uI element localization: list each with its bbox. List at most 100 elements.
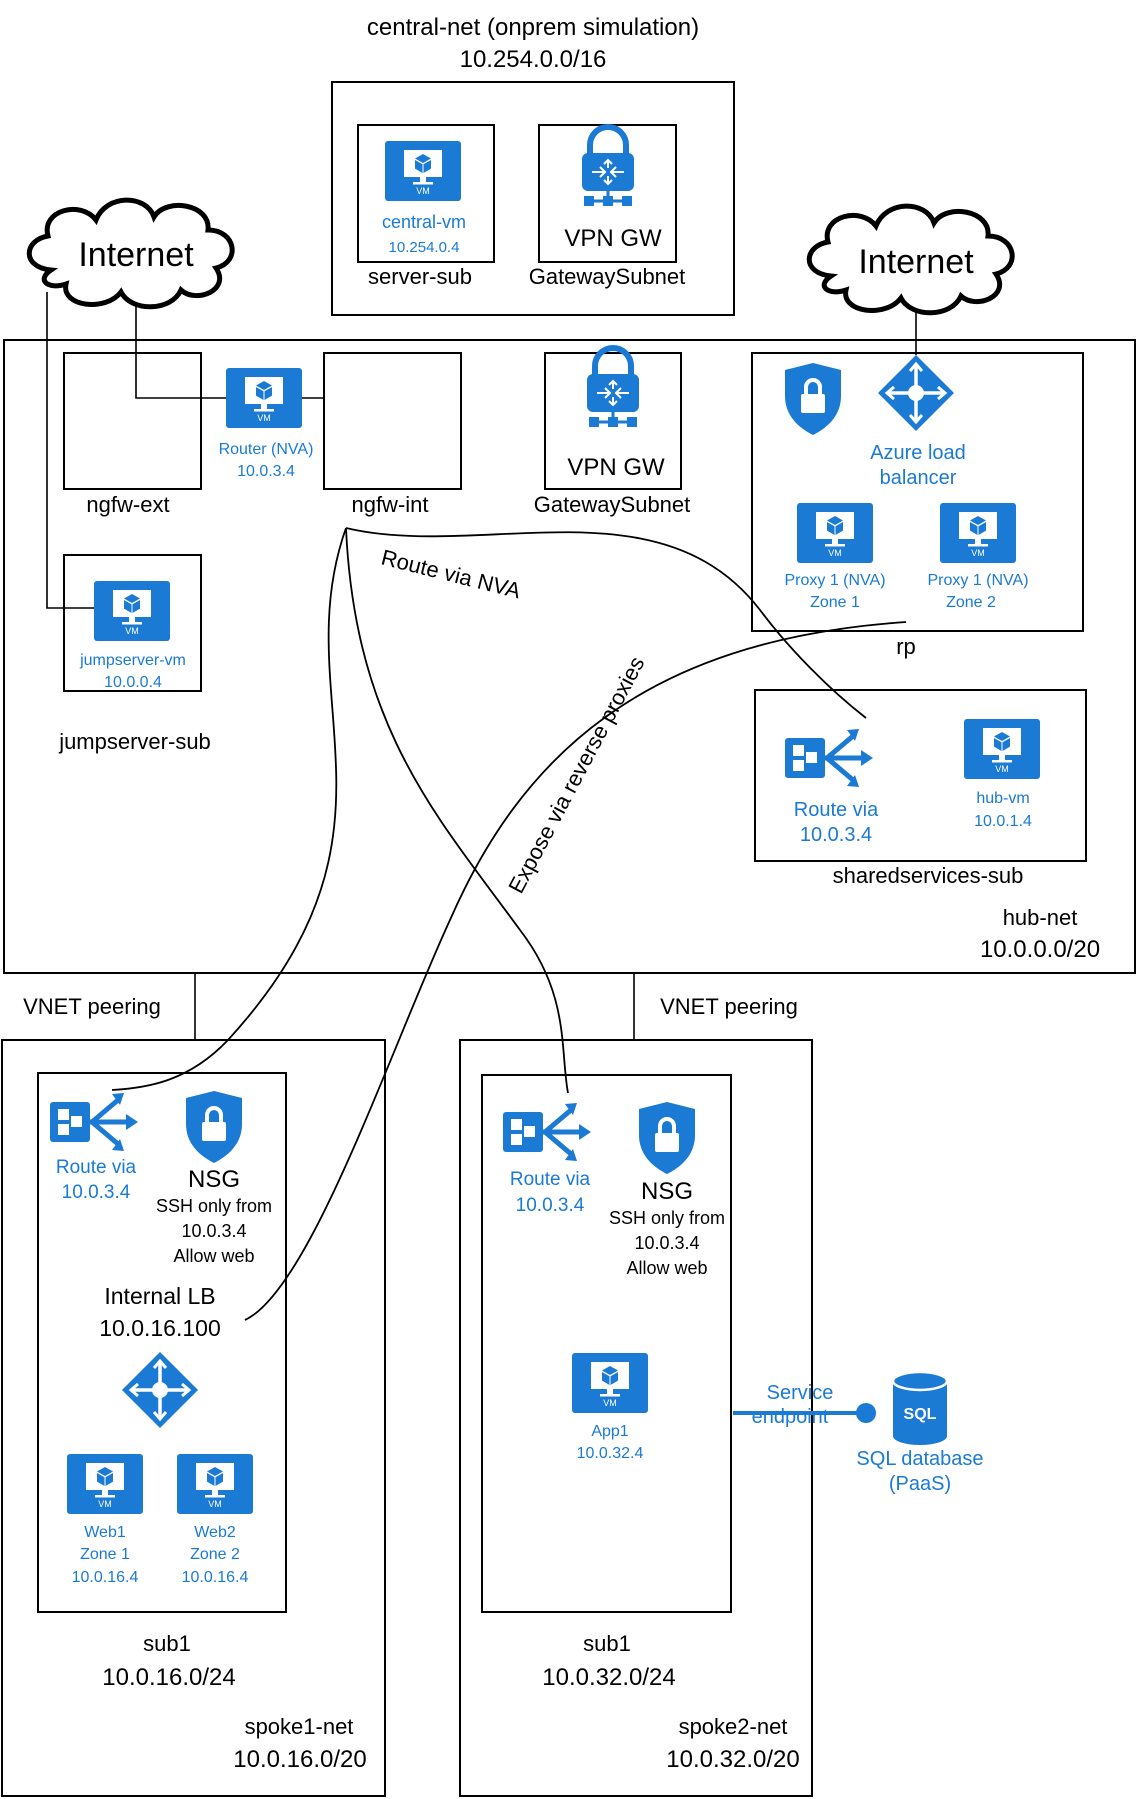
proxy1-zone1-name: Proxy 1 (NVA) <box>784 572 885 589</box>
internet-to-jumpserver-link <box>46 292 94 609</box>
app1-badge: VM <box>603 1398 617 1408</box>
expose-via-reverse-proxies-label: Expose via reverse proxies <box>503 652 649 897</box>
azure-lb-label-line1: Azure load <box>870 442 966 464</box>
spoke1-net-box <box>1 1039 386 1797</box>
spoke1-nsg-title: NSG <box>188 1166 240 1193</box>
web2-zone: Zone 2 <box>190 1546 240 1563</box>
jumpserver-subnet: VM jumpserver-vm 10.0.0.4 jumpserver-sub <box>58 554 211 754</box>
internal-load-balancer-icon <box>120 1350 200 1430</box>
spoke1-internal-lb-ip: 10.0.16.100 <box>99 1315 221 1341</box>
route-table-icon <box>785 729 873 787</box>
central-gateway-subnet-label: GatewaySubnet <box>529 264 686 289</box>
spoke1-net-name: spoke1-net <box>245 1714 354 1739</box>
spoke2-net-box <box>459 1039 813 1797</box>
proxy1-zone1-zone: Zone 1 <box>810 594 860 611</box>
expose-via-reverse-proxies-curve <box>244 621 907 1321</box>
sharedservices-sub-label: sharedservices-sub <box>833 863 1024 888</box>
web1-zone: Zone 1 <box>80 1546 130 1563</box>
hub-vpn-gw-icon <box>587 348 639 427</box>
sql-icon-text: SQL <box>904 1406 937 1423</box>
server-sub-box <box>357 124 495 263</box>
jumpserver-vm-name: jumpserver-vm <box>79 652 186 669</box>
proxy1-zone2-zone: Zone 2 <box>946 594 996 611</box>
spoke1-sub-name: sub1 <box>143 1631 191 1656</box>
spoke2-nsg-line2: 10.0.3.4 <box>634 1233 699 1253</box>
route-via-nva-curve-to-spoke2 <box>345 527 569 1094</box>
spoke1-nsg-line3: Allow web <box>173 1246 254 1266</box>
spoke1-internal-lb-label: Internal LB <box>104 1283 215 1309</box>
sharedservices-subnet: Route via 10.0.3.4 VM hub-vm 10.0.1.4 sh… <box>754 689 1087 888</box>
hub-vm-name: hub-vm <box>976 790 1029 807</box>
spoke1-sub1-box <box>37 1072 287 1613</box>
route-table-icon <box>503 1103 591 1161</box>
hub-net-cidr: 10.0.0.0/20 <box>980 936 1100 963</box>
spoke2-sub1-box <box>481 1074 732 1613</box>
central-net-cidr: 10.254.0.0/16 <box>460 46 607 73</box>
hub-gateway-subnet-label: GatewaySubnet <box>534 492 691 517</box>
central-vpn-gw-icon <box>582 127 634 206</box>
jumpserver-sub-box <box>63 554 202 692</box>
hub-vm-badge: VM <box>995 764 1009 774</box>
vnet-peering-right-label: VNET peering <box>660 994 798 1019</box>
web2-name: Web2 <box>194 1524 236 1541</box>
ngfw-int-subnet: ngfw-int <box>323 352 462 517</box>
rp-subnet: Azure load balancer VM Proxy 1 (NVA) Zon… <box>751 352 1084 659</box>
proxy1-zone2-name: Proxy 1 (NVA) <box>927 572 1028 589</box>
route-table-icon <box>50 1093 138 1151</box>
sharedservices-route-label: Route via <box>794 799 879 821</box>
hub-vpn-gw-label: VPN GW <box>567 454 665 481</box>
service-endpoint-line2: endpoint <box>752 1406 829 1428</box>
sql-database-line2: (PaaS) <box>889 1473 951 1495</box>
nsg-shield-icon <box>637 1100 697 1176</box>
app1-name: App1 <box>591 1423 628 1440</box>
rp-label: rp <box>896 634 916 659</box>
spoke1-sub-cidr: 10.0.16.0/24 <box>102 1664 235 1691</box>
vnet-peering-left-label: VNET peering <box>23 994 161 1019</box>
spoke2-nsg-line1: SSH only from <box>609 1208 725 1228</box>
jumpserver-sub-label: jumpserver-sub <box>58 729 211 754</box>
app1-ip: 10.0.32.4 <box>577 1445 644 1462</box>
ngfw-ext-subnet: ngfw-ext <box>63 352 202 517</box>
sql-database-icon <box>891 1370 949 1445</box>
spoke2-route-ip: 10.0.3.4 <box>516 1195 585 1216</box>
sharedservices-sub-box <box>754 689 1087 862</box>
internet-cloud-right: Internet <box>809 206 1012 313</box>
jumpserver-vm-badge: VM <box>125 626 139 636</box>
hub-gateway-subnet: VPN GW GatewaySubnet <box>534 348 691 517</box>
web1-ip: 10.0.16.4 <box>72 1569 139 1586</box>
azure-load-balancer-icon <box>876 353 956 433</box>
central-vm-ip: 10.254.0.4 <box>389 239 460 256</box>
hub-vm-ip: 10.0.1.4 <box>974 813 1032 830</box>
ngfw-ext-box <box>63 352 202 490</box>
route-via-nva-label: Route via NVA <box>379 545 524 604</box>
web1-name: Web1 <box>84 1524 126 1541</box>
spoke2-nsg-line3: Allow web <box>626 1258 707 1278</box>
spoke1-net-cidr: 10.0.16.0/20 <box>233 1746 366 1773</box>
hub-net-box <box>3 339 1136 974</box>
spoke2-route-label: Route via <box>510 1169 591 1190</box>
ngfw-int-label: ngfw-int <box>351 492 428 517</box>
service-endpoint-dot <box>856 1403 876 1423</box>
spoke2-net-name: spoke2-net <box>679 1714 788 1739</box>
internet-to-router-link <box>135 290 226 399</box>
spoke1-route-label: Route via <box>56 1157 137 1178</box>
router-name: Router (NVA) <box>219 441 314 458</box>
central-vm-badge: VM <box>416 186 430 196</box>
spoke1-nsg-line2: 10.0.3.4 <box>181 1221 246 1241</box>
central-net-name: central-net (onprem simulation) <box>367 14 699 41</box>
rp-box <box>751 352 1084 632</box>
web1-badge: VM <box>98 1499 112 1509</box>
spoke1-nsg-line1: SSH only from <box>156 1196 272 1216</box>
spoke1-route-ip: 10.0.3.4 <box>62 1182 131 1203</box>
router-ip: 10.0.3.4 <box>237 463 295 480</box>
ngfw-ext-label: ngfw-ext <box>86 492 169 517</box>
hub-net-name: hub-net <box>1003 905 1078 930</box>
router-vm-badge: VM <box>257 413 271 423</box>
spoke2-sub-cidr: 10.0.32.0/24 <box>542 1664 675 1691</box>
sql-database-line1: SQL database <box>856 1448 983 1470</box>
internet-left-label: Internet <box>78 236 194 274</box>
service-endpoint-line1: Service <box>767 1382 834 1404</box>
internet-right-label: Internet <box>858 243 974 281</box>
central-net-box <box>331 81 735 316</box>
